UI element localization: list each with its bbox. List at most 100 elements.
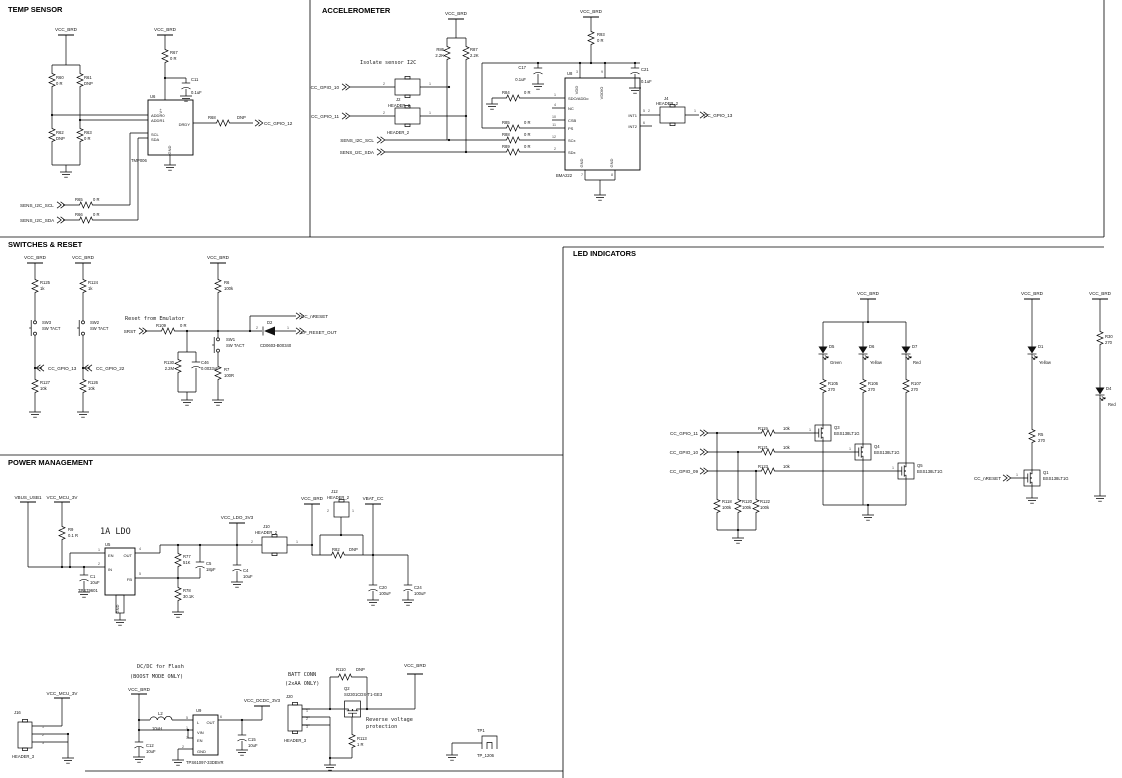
schematic-label: R118 <box>722 499 732 504</box>
schematic-label: R121 <box>758 445 769 450</box>
schematic-label: 0 R <box>524 132 531 137</box>
resistor-symbol <box>58 524 66 542</box>
schematic-label: VCC_BRD <box>857 291 880 296</box>
ground-symbol <box>180 399 194 406</box>
schematic-label: 4 <box>139 547 141 551</box>
schematic-label: CC_GPIO_12 <box>264 121 293 126</box>
schematic-label: 9 <box>601 70 603 74</box>
schematic-label: 1 <box>554 93 556 97</box>
schematic-label: DNP <box>56 136 65 141</box>
ic-tps61097 <box>192 714 219 756</box>
schematic-label: 3 <box>306 725 308 729</box>
schematic-label: BSS138LT1G <box>1043 476 1069 481</box>
jumper-j12-nub <box>338 499 345 503</box>
schematic-label: FB <box>127 577 132 582</box>
schematic-label: R85 <box>502 120 510 125</box>
net-flag-icon <box>341 112 351 120</box>
ground-symbol <box>531 83 545 90</box>
ground-symbol <box>211 399 225 406</box>
resistor-symbol <box>77 201 95 209</box>
wires <box>707 299 1101 538</box>
section-title-led-indicators: LED INDICATORS <box>573 249 636 258</box>
schematic-label: CC_nRESET <box>974 476 1001 481</box>
schematic-label: 1 <box>429 82 431 86</box>
schematic-label: U9 <box>196 708 202 713</box>
schematic-label: VDD <box>574 86 579 95</box>
schematic-label: J10 <box>263 524 270 529</box>
schematic-label: GND <box>115 604 120 613</box>
schematic-label: SW2 <box>90 320 100 325</box>
resistor-symbol <box>859 377 867 395</box>
ground-symbol <box>485 103 499 110</box>
capacitor-symbol <box>368 584 378 592</box>
schematic-label: 5 <box>139 572 141 576</box>
schematic-label: R5 <box>1038 432 1044 437</box>
ground-symbol <box>731 537 745 544</box>
junction-dots <box>715 320 870 532</box>
schematic-label: GND <box>579 158 584 167</box>
capacitor-symbol <box>181 82 191 90</box>
schematic-label: VIN <box>197 730 204 735</box>
ground-symbol <box>171 759 185 766</box>
ground-symbol <box>593 194 607 201</box>
schematic-label: 0 R <box>84 136 91 141</box>
schematic-label: SW3 <box>42 320 52 325</box>
schematic-label: HEADER_2 <box>255 530 278 535</box>
schematic-label: GND <box>197 749 206 754</box>
ground-symbol <box>230 581 244 588</box>
schematic-label: V+ <box>158 108 163 114</box>
schematic-label: 1 R <box>357 742 364 747</box>
schematic-label: R123 <box>758 464 769 469</box>
schematic-label: SCx <box>568 138 576 143</box>
schematic-label: D6 <box>869 344 875 349</box>
schematic-label: C5 <box>206 561 212 566</box>
schematic-label: NC <box>568 106 574 111</box>
schematic-label: Green <box>830 360 842 365</box>
schematic-label: 1 <box>849 447 851 451</box>
junction-dots <box>33 329 252 370</box>
led-red-d7 <box>901 346 912 360</box>
ic-pad <box>115 594 125 614</box>
schematic-label: U6 <box>150 94 156 99</box>
schematic-label: R127 <box>40 380 51 385</box>
schematic-label: 8 <box>611 173 613 177</box>
ground-symbol <box>1025 497 1039 504</box>
schematic-label: 0.1uF <box>191 90 202 95</box>
net-flag-icon <box>699 429 709 437</box>
schematic-label: DNP <box>84 81 93 86</box>
schematic-label: R82 <box>332 547 340 552</box>
resistor-symbol <box>79 377 87 395</box>
schematic-label: R78 <box>183 588 191 593</box>
led-green-d5 <box>818 346 829 360</box>
section-title-power-management: POWER MANAGEMENT <box>8 458 93 467</box>
net-flag-icon <box>699 448 709 456</box>
ground-symbol <box>1093 495 1107 502</box>
schematic-label: CSB <box>568 118 577 123</box>
schematic-label: 10uF <box>146 749 156 754</box>
schematic-label: R110 <box>336 667 346 672</box>
resistor-symbol <box>48 126 56 144</box>
resistor-symbol <box>76 126 84 144</box>
schematic-label: 100uF <box>379 591 391 596</box>
schematic-label: VCC_BRD <box>24 255 47 260</box>
resistor-symbol <box>752 497 760 515</box>
schematic-label: INT1 <box>628 113 637 118</box>
schematic-label: 2 <box>383 82 385 86</box>
ground-symbol <box>171 611 185 618</box>
schematic-label: protection <box>366 724 397 730</box>
header-j2 <box>387 76 428 98</box>
schematic-label: CC_GPIO_09 <box>670 469 699 474</box>
schematic-label: Q5 <box>917 463 923 468</box>
ground-symbol <box>113 619 127 626</box>
schematic-label: 100k <box>722 505 732 510</box>
schematic-label: 1 <box>306 709 308 713</box>
ground-symbol <box>59 171 73 178</box>
schematic-label: 2 <box>251 540 253 544</box>
resistor-symbol <box>443 44 451 62</box>
schematic-label: R86 <box>436 47 444 52</box>
resistor-symbol <box>587 29 595 47</box>
header-j3 <box>387 105 428 127</box>
